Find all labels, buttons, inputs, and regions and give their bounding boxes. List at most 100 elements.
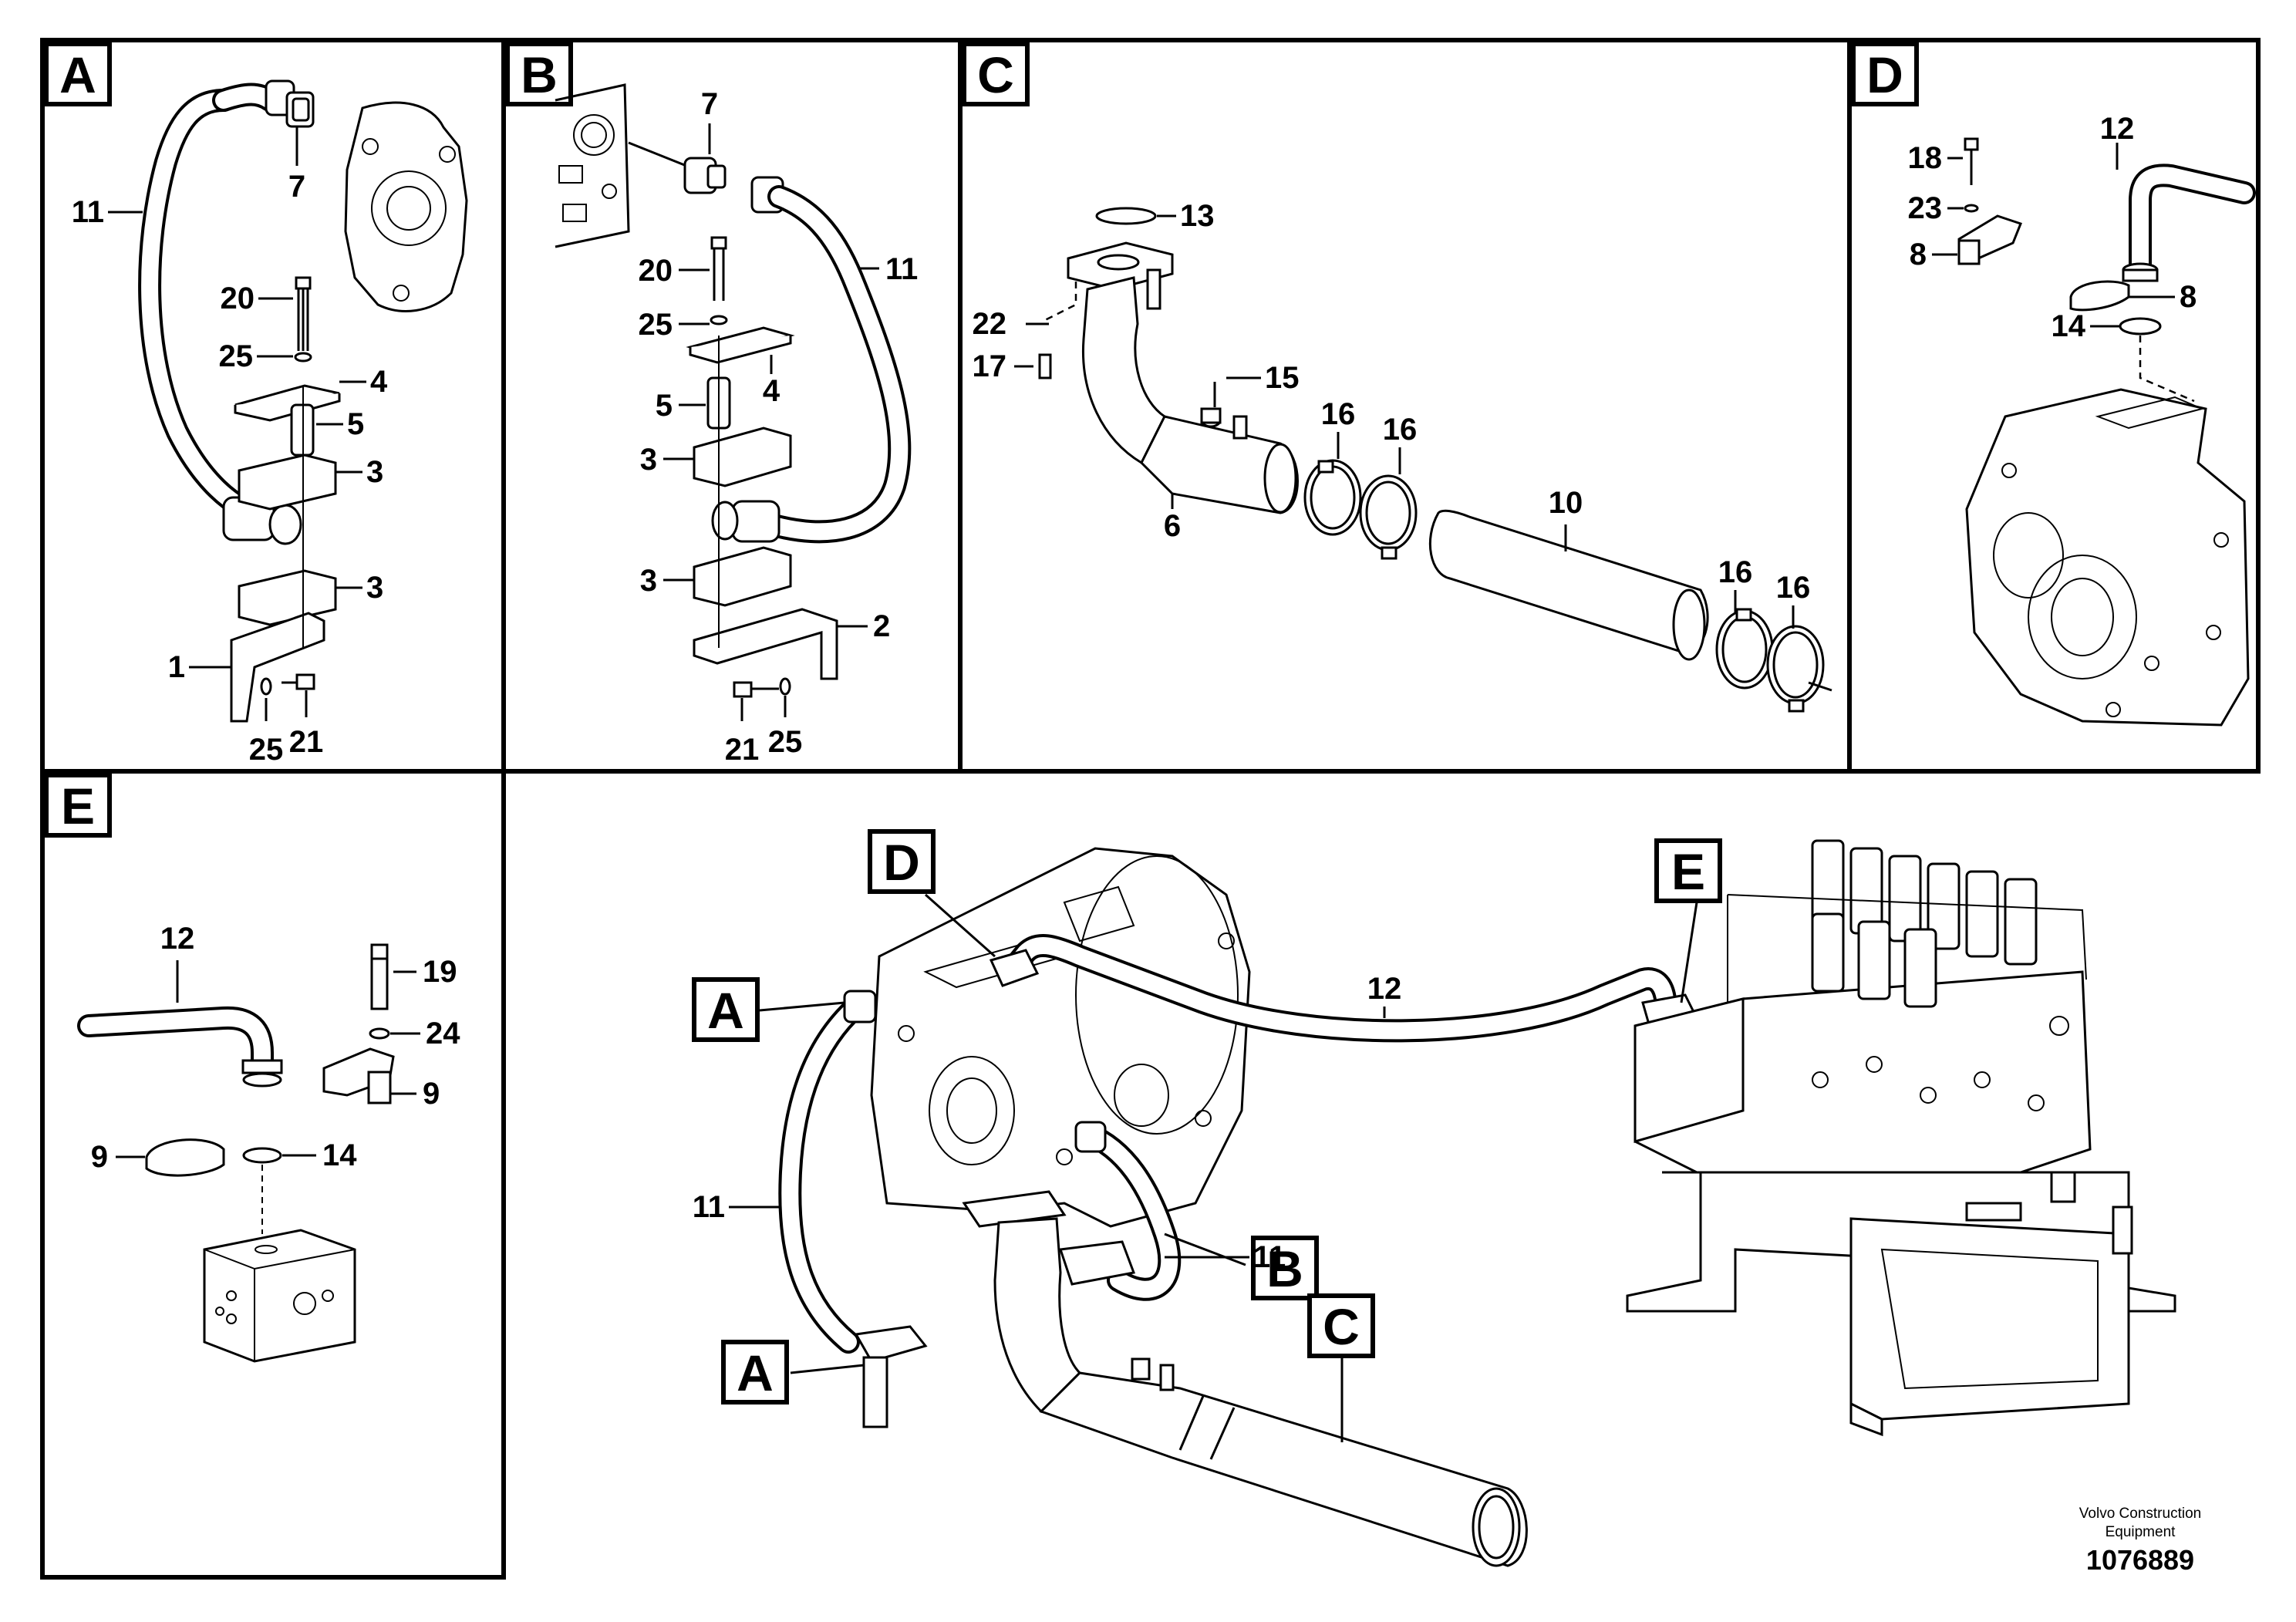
callout-b-21: 21 [725,733,760,767]
svg-text:A: A [737,1344,774,1401]
drawing-number: 1076889 [2086,1544,2194,1576]
panel-b-drawing: 7 11 20 25 5 4 3 3 2 21 25 [555,83,918,767]
washer-24 [369,1027,390,1040]
panel-e-frame [40,769,506,1580]
callout-b-20: 20 [639,254,673,288]
brand-line-1: Volvo Construction [2079,1506,2201,1522]
callout-e-24: 24 [426,1017,460,1050]
washer-25 [294,352,312,363]
callout-c-16-c: 16 [1718,555,1753,589]
pump-assembly [870,847,1251,1228]
bolt-20-head [295,276,312,290]
svg-text:B: B [1266,1240,1303,1297]
callout-a-5: 5 [347,407,364,441]
callout-c-15: 15 [1265,361,1300,395]
callout-a-3-upper: 3 [366,455,383,489]
panel-c-drawing: 13 22 17 15 16 16 6 10 16 16 [973,199,1832,713]
callout-c-10: 10 [1549,486,1583,520]
bracket-2 [693,608,838,680]
callout-overview-11-right: 11 [1253,1240,1286,1274]
panel-a-tag [44,42,112,106]
callout-a-4: 4 [370,365,388,399]
control-valve [1633,970,2092,1174]
callout-b-25: 25 [639,308,673,342]
callout-d-8-upper: 8 [1910,238,1927,271]
callout-overview-11-left: 11 [693,1190,725,1224]
svg-text:A: A [707,982,744,1039]
callout-b-11: 11 [885,252,918,286]
panel-d-tag [1851,42,1919,106]
panel-a-tag-label: A [59,46,96,103]
panel-frames [40,38,2261,1580]
callout-a-11: 11 [72,195,104,229]
brand-line-2: Equipment [2106,1524,2176,1540]
callout-e-12: 12 [160,922,195,956]
callout-c-17: 17 [973,349,1007,383]
clamp-half-9-lower [145,1138,225,1177]
overview-drawing: D E A B A C 12 11 11 [692,829,2176,1567]
panel-e-drawing: 12 19 24 9 9 14 [77,922,460,1363]
panel-c-tag [962,42,1030,106]
valve-end-block [1633,997,1745,1143]
callout-e-14: 14 [322,1138,357,1172]
suction-hose [1039,1371,1528,1567]
callout-c-16-d: 16 [1776,571,1811,605]
screw-18 [1964,137,1979,151]
callout-a-7: 7 [288,170,305,204]
seal-13 [1095,207,1157,225]
o-ring-14 [2119,317,2162,336]
callout-a-20: 20 [221,282,255,315]
hose-10 [1428,509,1709,653]
callout-e-9-upper: 9 [423,1077,440,1111]
manifold-block [203,1229,356,1363]
panel-b-tag [505,42,573,106]
panel-tags: A B C D E [44,42,1919,838]
callout-b-25-lower: 25 [768,725,803,759]
bolt-20 [710,236,727,250]
callout-e-19: 19 [423,955,457,989]
bolt-21 [295,673,315,690]
washer-25-lower [779,677,791,696]
screw-17 [1038,353,1052,379]
callout-c-6: 6 [1164,509,1181,543]
callout-a-1: 1 [168,650,185,684]
callout-b-7: 7 [701,87,718,121]
pump-port-inner [386,186,431,231]
pump-port-ring [371,170,447,246]
svg-text:C: C [1323,1298,1360,1355]
washer-23 [1964,204,1979,213]
overview-tag-e [1654,838,1722,903]
overview-tag-b [1251,1236,1319,1300]
bracket-1 [230,612,325,723]
washer-25-lower [260,677,272,696]
o-ring-14 [242,1147,282,1164]
valve-block-outline [555,83,630,248]
clamp-half-8-lower [2069,280,2130,312]
clamp-half-3-upper [238,454,337,511]
panel-d-frame [1847,38,2261,774]
callout-overview-12: 12 [1367,972,1402,1006]
callout-a-3-lower: 3 [366,571,383,605]
callout-a-25-lower: 25 [249,733,284,767]
svg-text:D: D [883,834,920,891]
panel-a-drawing: 11 7 20 25 4 5 3 3 1 25 21 [72,79,468,767]
callout-c-16-a: 16 [1321,397,1356,431]
panel-c-tag-label: C [977,46,1014,103]
valve-solenoids [1811,839,2038,1008]
panel-d-tag-label: D [1866,46,1903,103]
callout-d-8-lower: 8 [2180,280,2197,314]
callout-d-14: 14 [2052,309,2086,343]
callout-b-2: 2 [873,609,890,643]
svg-text:E: E [1671,843,1705,900]
panel-e-tag [44,773,112,838]
overview-tag-a-lower [721,1340,789,1404]
flywheel-housing [1075,855,1239,1135]
callout-e-9-lower: 9 [91,1140,108,1174]
callout-d-23: 23 [1908,191,1943,225]
callout-d-12: 12 [2100,112,2135,146]
overview-tag-d [868,829,936,894]
stand-frame-right [1849,1217,2130,1421]
pump-assembly [1965,388,2250,727]
overview-tag-a-upper [692,977,760,1042]
